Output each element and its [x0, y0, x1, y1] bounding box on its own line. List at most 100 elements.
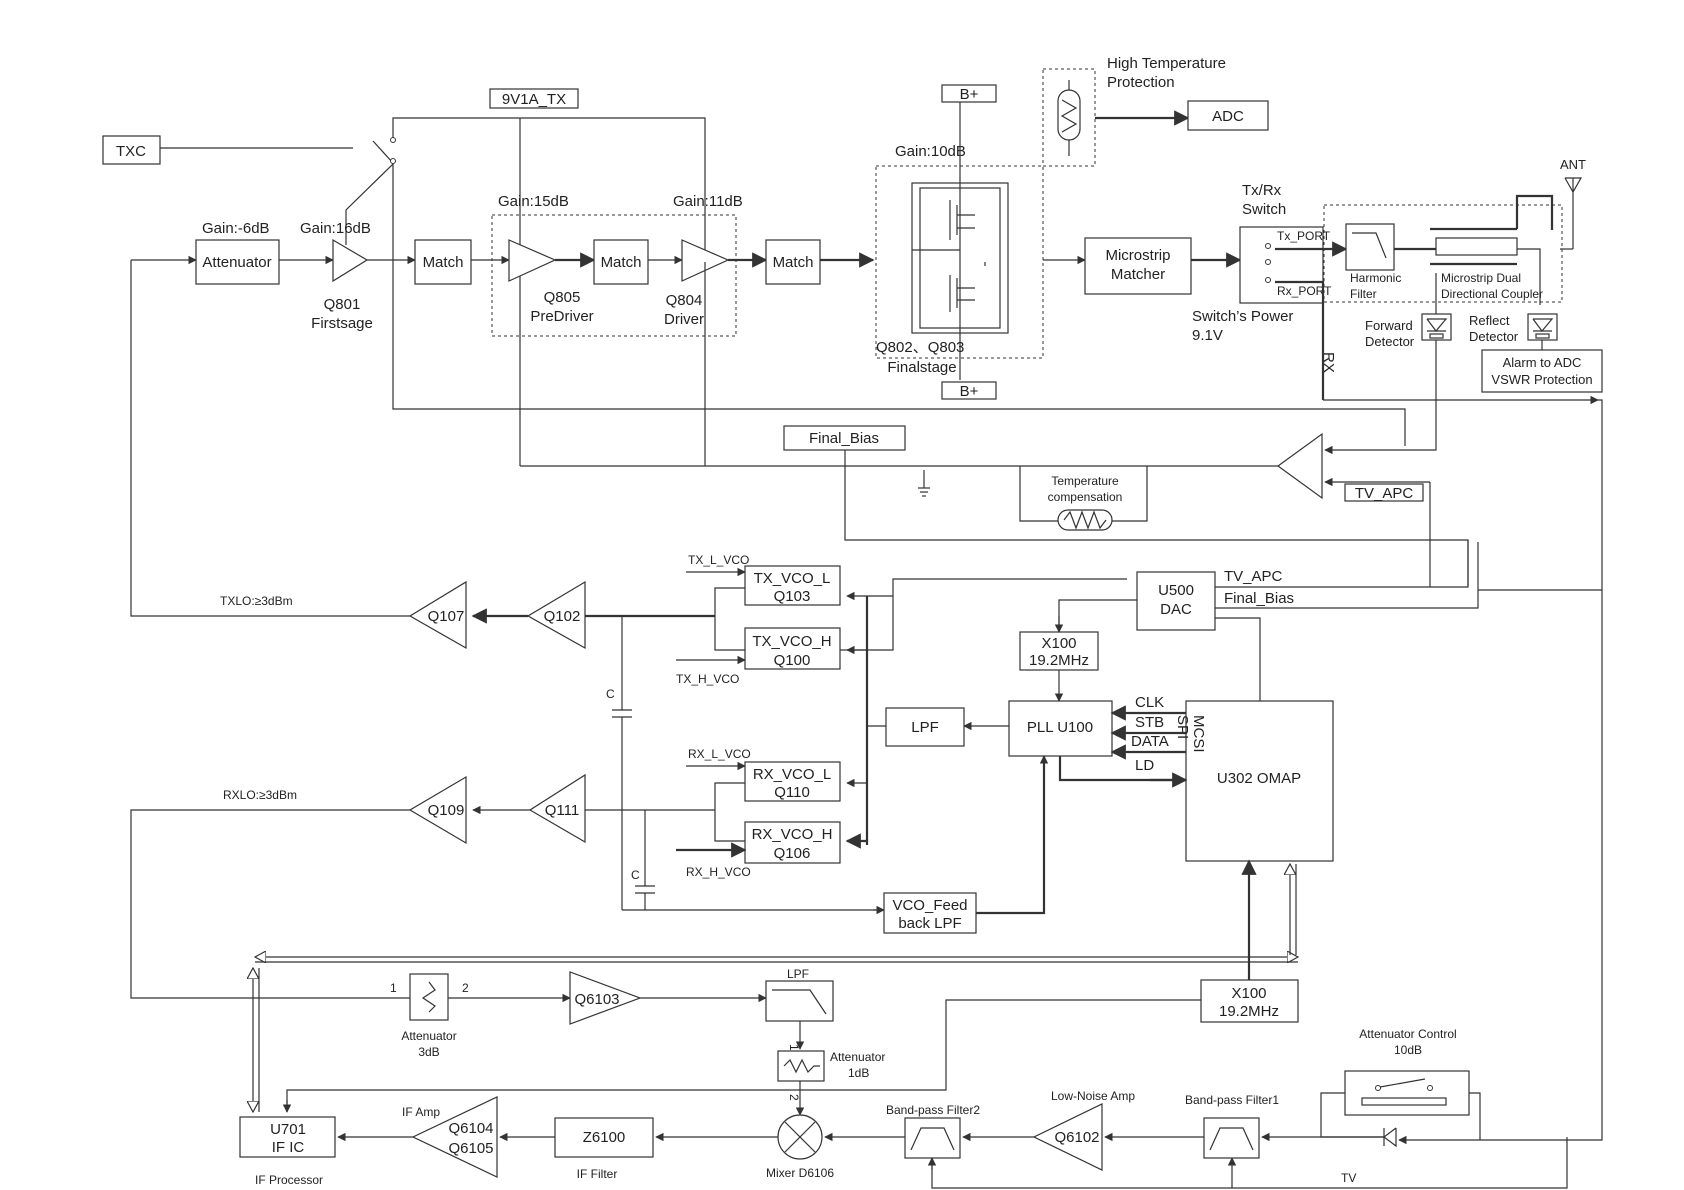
svg-text:Attenuator: Attenuator	[202, 254, 271, 271]
svg-text:Final_Bias: Final_Bias	[809, 430, 879, 447]
svg-text:MCSI: MCSI	[1190, 715, 1207, 753]
q804-amp: Q804 Driver	[664, 239, 730, 328]
svg-text:Match: Match	[773, 254, 814, 271]
svg-text:1: 1	[390, 981, 397, 995]
svg-text:Gain:16dB: Gain:16dB	[300, 220, 371, 237]
capacitor-1: C	[606, 616, 632, 910]
txc-to-q801	[345, 163, 394, 245]
u701-ific-box: U701 IF IC IF Processor	[239, 1116, 336, 1187]
svg-text:DATA: DATA	[1131, 733, 1169, 750]
svg-text:Match: Match	[423, 254, 464, 271]
final-bias-signal: Final_Bias	[1224, 590, 1294, 607]
svg-text:LPF: LPF	[911, 719, 939, 736]
svg-text:B+: B+	[960, 86, 979, 103]
attenuator-3db: 1 2 Attenuator 3dB	[390, 973, 469, 1059]
svg-text:Low-Noise Amp: Low-Noise Amp	[1051, 1089, 1135, 1103]
rx-h-vco-label: RX_H_VCO	[676, 842, 751, 879]
svg-text:C: C	[606, 687, 615, 701]
svg-text:Q107: Q107	[428, 608, 465, 625]
wire	[1215, 542, 1479, 609]
rxlo-line	[130, 809, 410, 999]
svg-text:Z6100: Z6100	[583, 1129, 626, 1146]
tx-vco-h-box: TX_VCO_H Q100	[744, 627, 841, 670]
spi-lines: CLK STB DATA LD	[1058, 694, 1188, 788]
q6104-amp: Q6104 Q6105 IF Amp	[402, 1096, 498, 1178]
svg-text:Attenuator: Attenuator	[401, 1029, 456, 1043]
vco-feedback-lpf-box: VCO_Feed back LPF	[883, 892, 977, 934]
wire	[714, 782, 745, 842]
svg-text:19.2MHz: 19.2MHz	[1029, 652, 1089, 669]
high-temp-label-2: Protection	[1107, 74, 1175, 91]
svg-text:Forward: Forward	[1365, 318, 1413, 333]
txlo-line	[130, 260, 410, 617]
svg-text:Filter: Filter	[1350, 287, 1377, 301]
tv-apc-box: TV_APC	[1344, 483, 1424, 502]
svg-text:Detector: Detector	[1469, 329, 1519, 344]
harmonic-filter-box: Harmonic Filter	[1345, 223, 1401, 301]
svg-text:19.2MHz: 19.2MHz	[1219, 1003, 1279, 1020]
svg-text:Q6104: Q6104	[448, 1120, 493, 1137]
q111-amp: Q111	[528, 773, 586, 844]
svg-text:TX_VCO_H: TX_VCO_H	[752, 633, 831, 650]
svg-text:Band-pass Filter2: Band-pass Filter2	[886, 1103, 980, 1117]
thermistor	[1057, 80, 1081, 156]
attenuator-box: Attenuator	[195, 239, 280, 285]
svg-text:1dB: 1dB	[848, 1066, 869, 1080]
svg-text:Microstrip: Microstrip	[1105, 247, 1170, 264]
apc-comparator	[1276, 432, 1323, 500]
adc-box: ADC	[1187, 100, 1269, 131]
svg-text:Q805: Q805	[544, 289, 581, 306]
txrx-switch-box: Tx_PORT Rx_PORT	[1239, 226, 1332, 304]
svg-text:ADC: ADC	[1212, 108, 1244, 125]
thermistor-group	[1042, 68, 1096, 167]
svg-text:Band-pass Filter1: Band-pass Filter1	[1185, 1093, 1279, 1107]
txc-box: TXC	[102, 135, 161, 165]
svg-text:Q110: Q110	[774, 784, 810, 801]
svg-text:X100: X100	[1041, 635, 1076, 652]
reflect-detector: Reflect Detector	[1469, 313, 1558, 344]
dac-omap-line	[1215, 617, 1261, 701]
svg-text:LD: LD	[1135, 757, 1154, 774]
gain-labels: Gain:-6dB Gain:16dB Gain:15dB Gain:11dB …	[202, 143, 966, 237]
tv-apc-signal: TV_APC	[1224, 568, 1283, 585]
temp-comp-box: Temperature compensation	[1019, 466, 1148, 531]
control-bus	[392, 164, 1406, 446]
q107-amp: Q107	[408, 580, 467, 650]
tv-label: TV	[1341, 1171, 1356, 1185]
capacitor-2: C	[631, 810, 655, 910]
svg-text:RX_VCO_H: RX_VCO_H	[752, 826, 833, 843]
svg-text:TXC: TXC	[116, 143, 146, 160]
9v1a-tx-label: 9V1A_TX	[489, 88, 579, 109]
svg-text:Reflect: Reflect	[1469, 313, 1510, 328]
wire	[1598, 399, 1603, 590]
svg-text:C: C	[631, 868, 640, 882]
bpf1-box: Band-pass Filter1	[1185, 1093, 1279, 1159]
svg-text:10dB: 10dB	[1394, 1043, 1422, 1057]
bpf2-box: Band-pass Filter2	[886, 1103, 980, 1159]
svg-text:3dB: 3dB	[418, 1045, 439, 1059]
svg-text:back LPF: back LPF	[898, 915, 961, 932]
svg-text:RX_VCO_L: RX_VCO_L	[753, 766, 831, 783]
u500-dac-box: U500 DAC	[1136, 571, 1216, 631]
txrx-switch-label-2: Switch	[1242, 201, 1286, 218]
svg-text:Gain:15dB: Gain:15dB	[498, 193, 569, 210]
tx-l-vco-label: TX_L_VCO	[686, 553, 749, 577]
finalstage-label: Finalstage	[887, 359, 956, 376]
ground-icon	[918, 470, 930, 497]
q805-amp: Q805 PreDriver	[508, 239, 594, 325]
svg-text:U302 OMAP: U302 OMAP	[1217, 770, 1301, 787]
lpf-small: LPF	[765, 967, 834, 1022]
svg-text:LPF: LPF	[787, 967, 809, 981]
ref-to-ific	[286, 999, 1201, 1112]
svg-text:RX_H_VCO: RX_H_VCO	[686, 865, 751, 879]
txlo-label: TXLO:≥3dBm	[220, 594, 293, 608]
svg-text:Gain:10dB: Gain:10dB	[895, 143, 966, 160]
svg-text:Matcher: Matcher	[1111, 266, 1165, 283]
svg-text:Harmonic: Harmonic	[1350, 271, 1401, 285]
tx-vco-l-box: TX_VCO_L Q103	[744, 565, 841, 606]
match-box-1: Match	[414, 239, 472, 285]
rx-vco-h-box: RX_VCO_H Q106	[744, 821, 841, 864]
svg-text:PreDriver: PreDriver	[530, 308, 593, 325]
svg-text:Mixer D6106: Mixer D6106	[766, 1166, 834, 1180]
